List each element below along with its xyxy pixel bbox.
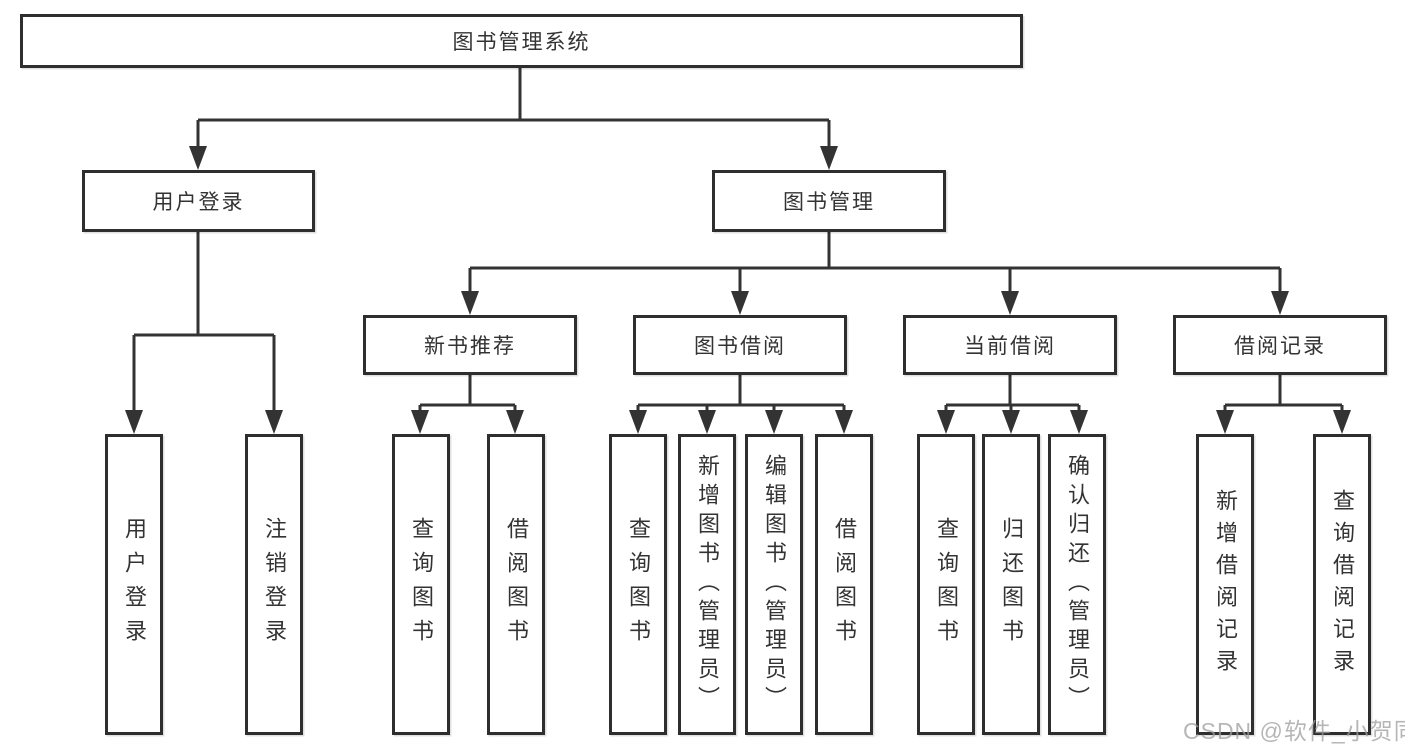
leaf-query-book-current: 查询图书 — [917, 434, 975, 735]
leaf-query-borrow-record: 查询借阅记录 — [1313, 434, 1371, 735]
node-user-login-label: 用户登录 — [152, 191, 245, 214]
leaf-user-login-label: 用户登录 — [122, 516, 147, 653]
node-book-borrow-label: 图书借阅 — [694, 335, 786, 358]
leaf-user-login: 用户登录 — [105, 434, 163, 735]
node-book-borrow: 图书借阅 — [633, 315, 847, 375]
arrowheads-login-leaves — [125, 410, 283, 434]
arrowheads-recommend-leaves — [411, 410, 524, 434]
node-user-login-module: 用户登录 — [82, 170, 315, 232]
connector-mgmt-to-level3 — [468, 232, 1282, 293]
leaf-return-book-label: 归还图书 — [999, 516, 1024, 653]
connector-records-to-leaves — [1223, 375, 1344, 412]
node-borrow-records: 借阅记录 — [1173, 315, 1387, 375]
node-new-book-recommend-label: 新书推荐 — [424, 335, 516, 358]
leaf-query-borrow-record-label: 查询借阅记录 — [1330, 488, 1355, 681]
arrowheads-current-leaves — [937, 410, 1088, 434]
connector-recommend-to-leaves — [418, 375, 517, 412]
connector-current-to-leaves — [944, 375, 1081, 412]
arrowheads-level3 — [461, 291, 1289, 315]
leaf-add-borrow-record: 新增借阅记录 — [1196, 434, 1254, 735]
leaf-logout-label: 注销登录 — [262, 516, 287, 653]
node-book-management-module: 图书管理 — [712, 170, 946, 232]
arrowheads-level2 — [189, 146, 838, 170]
leaf-query-book-recommend-label: 查询图书 — [409, 516, 434, 653]
arrowheads-records-leaves — [1216, 410, 1351, 434]
leaf-confirm-return-admin: 确认归还（管理员） — [1048, 434, 1106, 735]
leaf-add-book-admin-label: 新增图书（管理员） — [695, 454, 720, 715]
leaf-query-book-recommend: 查询图书 — [392, 434, 450, 735]
node-current-borrow: 当前借阅 — [903, 315, 1117, 375]
connector-login-to-leaves — [132, 232, 276, 412]
leaf-query-book-borrow-label: 查询图书 — [626, 516, 651, 653]
leaf-borrow-book-recommend: 借阅图书 — [487, 434, 545, 735]
leaf-edit-book-admin-label: 编辑图书（管理员） — [762, 454, 787, 715]
leaf-query-book-current-label: 查询图书 — [934, 516, 959, 653]
node-root-system: 图书管理系统 — [20, 14, 1023, 68]
csdn-watermark: CSDN @软件_小贺同学 — [1183, 718, 1405, 744]
leaf-query-book-borrow: 查询图书 — [609, 434, 667, 735]
leaf-borrow-book: 借阅图书 — [815, 434, 873, 735]
node-new-book-recommend: 新书推荐 — [363, 315, 577, 375]
leaf-return-book: 归还图书 — [982, 434, 1040, 735]
leaf-logout: 注销登录 — [245, 434, 303, 735]
leaf-borrow-book-label: 借阅图书 — [832, 516, 857, 653]
node-borrow-records-label: 借阅记录 — [1234, 335, 1326, 358]
leaf-add-book-admin: 新增图书（管理员） — [678, 434, 736, 735]
node-book-management-label: 图书管理 — [783, 191, 875, 214]
connector-borrow-to-leaves — [636, 375, 846, 412]
node-root-label: 图书管理系统 — [452, 31, 591, 54]
node-current-borrow-label: 当前借阅 — [964, 335, 1056, 358]
arrowheads-borrow-leaves — [629, 410, 853, 434]
connector-root-to-level2 — [196, 68, 831, 148]
leaf-edit-book-admin: 编辑图书（管理员） — [745, 434, 803, 735]
leaf-borrow-book-recommend-label: 借阅图书 — [504, 516, 529, 653]
leaf-add-borrow-record-label: 新增借阅记录 — [1213, 488, 1238, 681]
leaf-confirm-return-admin-label: 确认归还（管理员） — [1065, 454, 1090, 715]
